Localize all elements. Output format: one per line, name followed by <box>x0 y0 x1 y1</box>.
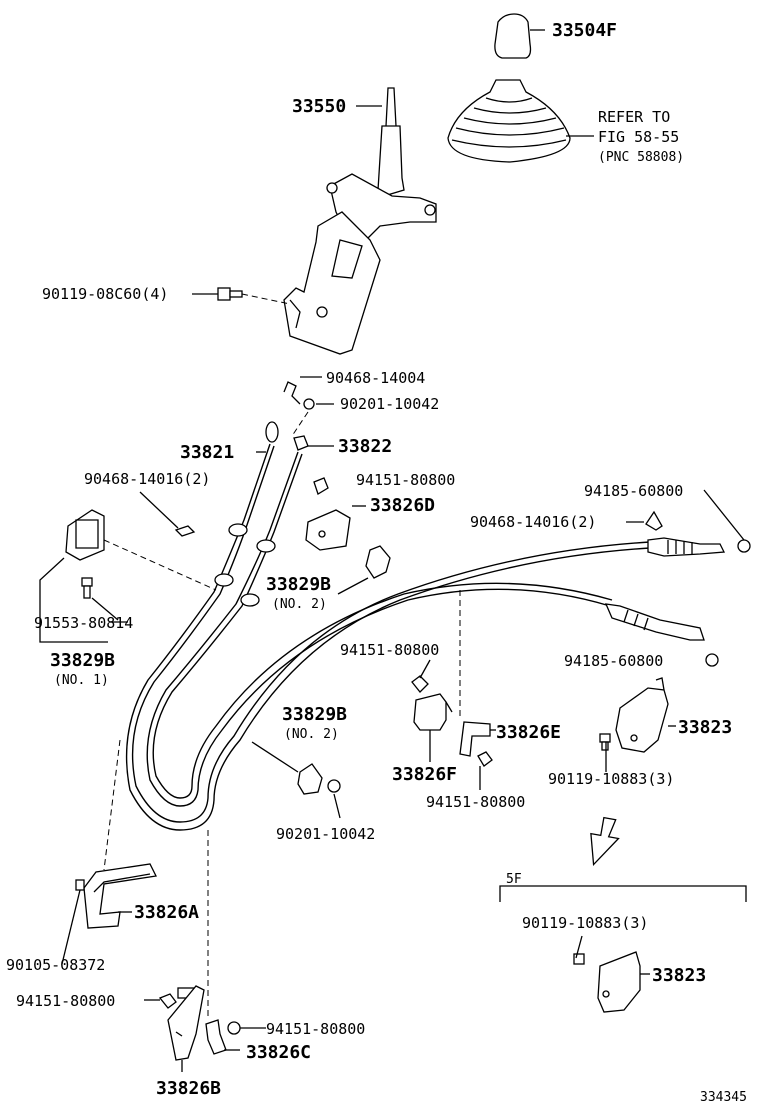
label-clamp-no2-lower: 33829B <box>282 704 347 725</box>
label-clip-left: 90468-14016(2) <box>84 470 210 488</box>
label-knob: 33504F <box>552 20 617 41</box>
label-nut-b: 94151-80800 <box>16 992 115 1010</box>
label-bracket-d: 33826D <box>370 495 435 516</box>
lever-bolt-drawing <box>217 287 291 305</box>
label-bracket-b: 33826B <box>156 1078 221 1099</box>
label-lever: 33550 <box>292 96 346 117</box>
label-clamp-no1: 33829B <box>50 650 115 671</box>
label-clamp-no2-upper: 33829B <box>266 574 331 595</box>
label-bracket-variant: 33823 <box>652 965 706 986</box>
label-nut-c: 94151-80800 <box>266 1020 365 1038</box>
leader-a <box>103 739 121 871</box>
shift-boot-drawing <box>447 79 594 163</box>
bracket-33823-drawing <box>590 677 676 867</box>
label-refer-line2: FIG 58-55 <box>598 128 679 146</box>
clamp-no2-lower-drawing <box>251 741 341 819</box>
label-clip-top: 90468-14004 <box>326 369 425 387</box>
label-washer-top: 90201-10042 <box>340 395 439 413</box>
label-bolt-no1: 91553-80814 <box>34 614 133 632</box>
label-cable-a: 33821 <box>180 442 234 463</box>
label-clamp-no2-lower-sub: (NO. 2) <box>284 727 339 742</box>
label-bracket-c: 33826C <box>246 1042 311 1063</box>
variant-5f-drawing <box>499 885 747 1013</box>
label-variant: 5F <box>506 872 522 887</box>
label-bracket-right: 33823 <box>678 717 732 738</box>
label-refer-line3: (PNC 58808) <box>598 150 684 165</box>
bracket-a-drawing <box>61 863 157 965</box>
label-nut-right-mid: 94185-60800 <box>564 652 663 670</box>
shift-cables-drawing <box>125 443 751 831</box>
bracket-f-drawing <box>411 675 453 762</box>
label-bracket-a: 33826A <box>134 902 199 923</box>
label-nut-mid: 94151-80800 <box>340 641 439 659</box>
cable-top-ends <box>256 421 334 453</box>
label-clamp-no1-sub: (NO. 1) <box>54 673 109 688</box>
clamp-no1-drawing <box>39 509 217 643</box>
label-bolt-right: 90119-10883(3) <box>548 770 674 788</box>
left-clip-drawing <box>139 491 196 537</box>
label-bolt-lever: 90119-08C60(4) <box>42 285 168 303</box>
label-refer-line1: REFER TO <box>598 108 670 126</box>
label-washer-low: 90201-10042 <box>276 825 375 843</box>
label-clamp-no2-upper-sub: (NO. 2) <box>272 597 327 612</box>
label-nut-f: 94151-80800 <box>426 793 525 811</box>
bracket-c-drawing <box>205 1019 241 1055</box>
leader-lines <box>110 293 607 1029</box>
label-bolt-a: 90105-08372 <box>6 956 105 974</box>
label-nut-right-top: 94185-60800 <box>584 482 683 500</box>
bracket-d-drawing <box>305 477 366 551</box>
label-cable-b: 33822 <box>338 436 392 457</box>
bracket-e-drawing <box>459 721 496 767</box>
label-bracket-e: 33826E <box>496 722 561 743</box>
shift-lever-drawing <box>283 87 437 355</box>
shift-knob-drawing <box>494 13 545 59</box>
label-nut-d: 94151-80800 <box>356 471 455 489</box>
label-clip-right: 90468-14016(2) <box>470 513 596 531</box>
illustration-number: 334345 <box>700 1090 747 1105</box>
label-bolt-variant: 90119-10883(3) <box>522 914 648 932</box>
label-bracket-f: 33826F <box>392 764 457 785</box>
top-clip-drawing <box>283 376 334 437</box>
clamp-no2-upper-drawing <box>337 545 391 595</box>
bracket-b-drawing <box>158 985 205 1072</box>
